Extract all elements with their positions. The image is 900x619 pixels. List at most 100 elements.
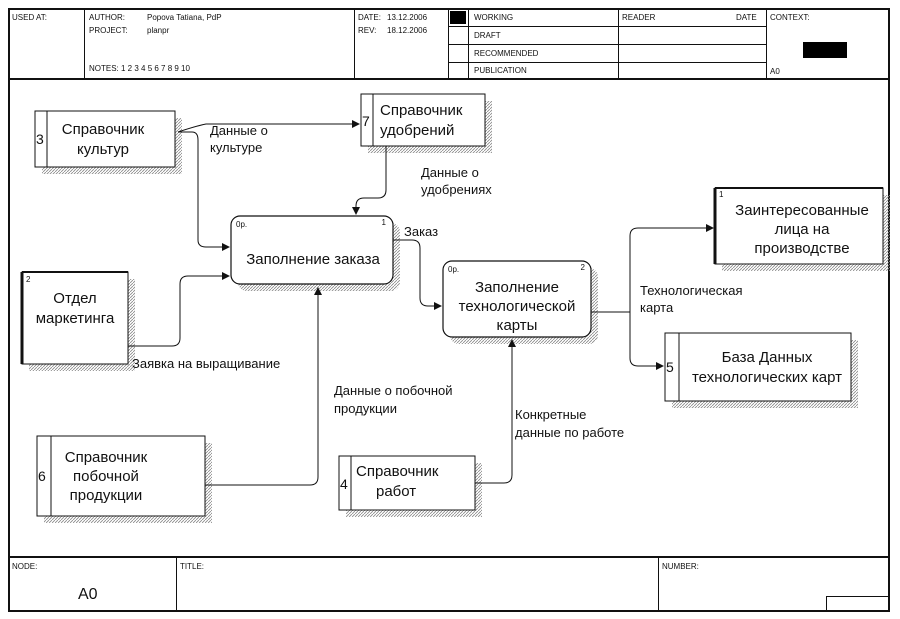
svg-text:данные по работе: данные по работе (515, 425, 624, 440)
footer-divider (658, 556, 659, 612)
process-label: технологической (459, 298, 576, 315)
flow-byproduct-data (205, 287, 322, 486)
reader-date-label: DATE (736, 13, 757, 22)
flow-label-techcard: Технологическая карта (640, 283, 743, 315)
svg-text:продукции: продукции (334, 401, 397, 416)
process-techcard-filling[interactable]: 0р. 2 Заполнение технологической карты (442, 260, 598, 344)
status-recommended: RECOMMENDED (474, 49, 539, 58)
date-label: DATE: (358, 13, 381, 22)
entity-label: работ (376, 483, 416, 500)
flow-crop-data (178, 131, 230, 251)
entity-label: побочной (73, 468, 139, 485)
external-entity-crop-reference[interactable]: 3 Справочник культур (34, 110, 182, 174)
node-value: A0 (78, 586, 98, 603)
entity-label: продукции (70, 487, 143, 504)
entity-label: удобрений (380, 122, 454, 139)
entity-label: Справочник (65, 449, 148, 466)
flow-label-byproduct-data: Данные о побочной продукции (334, 383, 453, 416)
flow-label-fertilizer-data: Данные о удобрениях (421, 165, 492, 197)
entity-label: Заинтересованные (735, 202, 869, 219)
node-label: NODE: (12, 562, 38, 571)
svg-text:Данные о: Данные о (210, 123, 268, 138)
svg-text:Конкретные: Конкретные (515, 407, 586, 422)
entity-id: 3 (36, 131, 44, 147)
entity-label: Справочник (356, 463, 439, 480)
flow-techcard-to-stakeholders (629, 224, 714, 312)
entity-label: Отдел (53, 290, 96, 307)
used-at-label: USED AT: (12, 13, 47, 22)
author-label: AUTHOR: (89, 13, 125, 22)
title-label: TITLE: (180, 562, 205, 571)
footer-panel (8, 556, 890, 612)
process-label: карты (497, 317, 538, 334)
context-label: CONTEXT: (770, 13, 810, 22)
flow-label-crop-data: Данные о культуре (210, 123, 268, 155)
number-label: NUMBER: (662, 562, 699, 571)
external-entity-byproduct-reference[interactable]: 6 Справочник побочной продукции (36, 435, 212, 523)
external-entity-marketing[interactable]: 2 Отдел маркетинга (20, 271, 135, 371)
context-node-marker (803, 42, 847, 58)
svg-text:Технологическая: Технологическая (640, 283, 743, 298)
external-entity-stakeholders[interactable]: 1 Заинтересованные лица на производстве (713, 187, 890, 271)
page-box (826, 596, 890, 612)
external-entity-works-reference[interactable]: 4 Справочник работ (338, 455, 482, 517)
header-panel (8, 8, 890, 80)
reader-label: READER (622, 13, 656, 22)
rev-value: 18.12.2006 (387, 26, 428, 35)
process-number: 1 (382, 218, 387, 227)
entity-label: технологических карт (692, 369, 842, 386)
flow-techcard-to-database (629, 312, 664, 370)
svg-text:культуре: культуре (210, 140, 262, 155)
process-order-filling[interactable]: 0р. 1 Заполнение заказа (230, 215, 400, 291)
header-divider (354, 8, 355, 80)
flow-work-data (475, 339, 516, 484)
context-node: A0 (770, 67, 780, 76)
entity-id: 7 (362, 113, 370, 129)
flow-fertilizer-data (352, 146, 387, 215)
entity-id: 6 (38, 468, 46, 484)
entity-label: производстве (754, 240, 849, 257)
flow-growing-request (128, 272, 230, 347)
svg-text:карта: карта (640, 300, 674, 315)
rev-label: REV: (358, 26, 377, 35)
flow-order (393, 239, 442, 310)
flow-label-work-data: Конкретные данные по работе (515, 407, 624, 440)
entity-label: лица на (775, 221, 831, 238)
external-entity-fertilizer-reference[interactable]: 7 Справочник удобрений (360, 93, 492, 153)
svg-text:Данные о побочной: Данные о побочной (334, 383, 453, 398)
status-working: WORKING (474, 13, 514, 22)
entity-label: культур (77, 141, 129, 158)
external-entity-techcard-database[interactable]: 5 База Данных технологических карт (664, 332, 858, 408)
entity-id: 5 (666, 359, 674, 375)
entity-id: 2 (26, 275, 31, 284)
entity-label: маркетинга (36, 310, 115, 327)
working-status-marker (450, 11, 466, 24)
svg-text:Заявка на выращивание: Заявка на выращивание (132, 356, 280, 371)
process-tag: 0р. (448, 265, 459, 274)
process-label: Заполнение заказа (246, 251, 380, 268)
process-tag: 0р. (236, 220, 247, 229)
entity-label: Справочник (380, 102, 463, 119)
status-draft: DRAFT (474, 31, 501, 40)
entity-id: 1 (719, 190, 724, 199)
entity-label: База Данных (722, 349, 813, 366)
entity-label: Справочник (62, 121, 145, 138)
footer-divider (176, 556, 177, 612)
notes: NOTES: 1 2 3 4 5 6 7 8 9 10 (89, 64, 190, 73)
date-value: 13.12.2006 (387, 13, 428, 22)
header-row-line (448, 26, 766, 27)
process-label: Заполнение (475, 279, 559, 296)
flow-crop-to-fertilizer (177, 120, 360, 133)
svg-text:Заказ: Заказ (404, 224, 438, 239)
flow-label-growing-request: Заявка на выращивание (132, 356, 280, 371)
status-publication: PUBLICATION (474, 66, 527, 75)
flow-label-order: Заказ (404, 224, 438, 239)
author-value: Popova Tatiana, PdP (147, 13, 222, 22)
header-divider (766, 8, 767, 80)
project-label: PROJECT: (89, 26, 128, 35)
header-row-line (448, 44, 766, 45)
header-row-line (448, 62, 766, 63)
entity-id: 4 (340, 476, 348, 492)
diagram-frame (8, 8, 890, 612)
